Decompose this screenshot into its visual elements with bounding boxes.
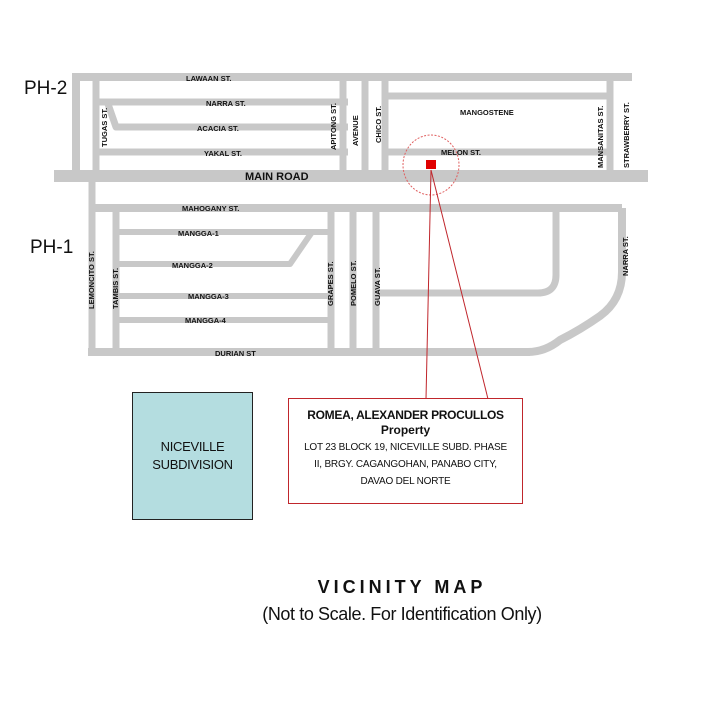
property-highlight-circle xyxy=(402,134,460,196)
property-address: LOT 23 BLOCK 19, NICEVILLE SUBD. PHASE I… xyxy=(304,442,507,487)
property-info-box: ROMEA, ALEXANDER PROCULLOS Property LOT … xyxy=(288,398,523,504)
street-label-chico: CHICO ST. xyxy=(374,106,383,143)
street-label-melon: MELON ST. xyxy=(441,148,481,157)
street-label-lawaan: LAWAAN ST. xyxy=(186,74,231,83)
street-label-main-road: MAIN ROAD xyxy=(245,171,309,183)
property-owner-name: ROMEA, ALEXANDER PROCULLOS xyxy=(307,408,504,422)
street-label-mansanitas: MANSANITAS ST. xyxy=(596,106,605,168)
street-label-mangga-1: MANGGA-1 xyxy=(178,229,219,238)
street-label-mahogany: MAHOGANY ST. xyxy=(182,204,239,213)
street-label-apitong: APITONG ST. xyxy=(329,103,338,150)
street-label-narra-south: NARRA ST. xyxy=(621,236,630,276)
street-label-grapes: GRAPES ST. xyxy=(326,261,335,306)
street-label-pomelo: POMELO ST. xyxy=(349,261,358,306)
subdivision-label-line1: NICEVILLE xyxy=(160,439,225,454)
street-label-narra-north: NARRA ST. xyxy=(206,99,246,108)
street-label-durian: DURIAN ST xyxy=(215,349,256,358)
street-label-strawberry: STRAWBERRY ST. xyxy=(622,102,631,168)
street-label-mangostene: MANGOSTENE xyxy=(460,108,514,117)
map-subtitle: (Not to Scale. For Identification Only) xyxy=(262,604,542,624)
street-label-tugas: TUGAS ST. xyxy=(100,108,109,147)
street-label-tambis: TAMBIS ST. xyxy=(111,268,120,309)
phase-2-label: PH-2 xyxy=(24,78,67,99)
niceville-subdivision-box: NICEVILLE SUBDIVISION xyxy=(132,392,253,520)
road-acacia xyxy=(104,102,348,131)
street-label-avenue: AVENUE xyxy=(351,115,360,146)
map-title: VICINITY MAP xyxy=(317,577,487,597)
street-label-mangga-2: MANGGA-2 xyxy=(172,261,213,270)
property-marker xyxy=(426,160,436,169)
street-label-mangga-4: MANGGA-4 xyxy=(185,316,227,325)
street-label-yakal: YAKAL ST. xyxy=(204,149,242,158)
road-guava-loop xyxy=(376,208,560,297)
street-label-guava: GUAVA ST. xyxy=(373,267,382,306)
callout-line-right xyxy=(430,169,489,400)
street-label-acacia: ACACIA ST. xyxy=(197,124,239,133)
road-narra-south xyxy=(527,208,626,356)
street-label-lemoncito: LEMONCITO ST. xyxy=(87,251,96,309)
road-mangga-2 xyxy=(116,230,315,267)
property-label: Property xyxy=(380,423,431,437)
callout-line-left xyxy=(425,169,432,400)
phase-1-label: PH-1 xyxy=(30,237,73,258)
subdivision-label-line2: SUBDIVISION xyxy=(152,457,233,472)
street-label-mangga-3: MANGGA-3 xyxy=(188,292,229,301)
